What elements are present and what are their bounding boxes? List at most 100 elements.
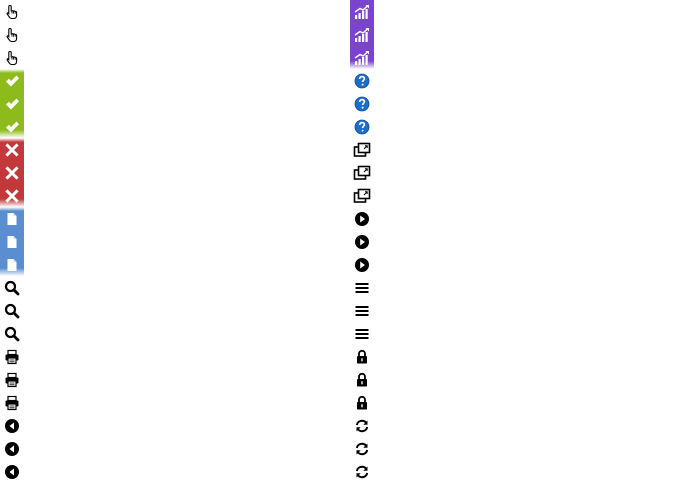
printer-icon bbox=[5, 349, 19, 364]
refresh-active[interactable] bbox=[350, 460, 374, 483]
checkmark-icon bbox=[6, 121, 19, 132]
checkmark-icon bbox=[6, 98, 19, 109]
checkmark-active[interactable] bbox=[0, 115, 24, 138]
bar-chart-trend-icon bbox=[354, 50, 369, 65]
document-icon bbox=[7, 212, 17, 225]
menu-lines-icon bbox=[355, 282, 369, 293]
hand-pointer-normal[interactable] bbox=[0, 0, 24, 23]
document-active[interactable] bbox=[0, 253, 24, 276]
hand-pointer-icon bbox=[6, 27, 18, 42]
checkmark-hover[interactable] bbox=[0, 92, 24, 115]
search-magnifier-icon bbox=[4, 303, 20, 318]
search-group bbox=[0, 276, 24, 345]
window-popup-hover[interactable] bbox=[350, 161, 374, 184]
close-x-icon bbox=[5, 188, 19, 203]
back-arrow-normal[interactable] bbox=[0, 414, 24, 437]
bar-chart-group bbox=[350, 0, 374, 69]
lock-icon bbox=[357, 395, 367, 409]
search-magnifier-icon bbox=[4, 326, 20, 341]
back-arrow-circle-icon bbox=[5, 418, 19, 433]
hand-pointer-active[interactable] bbox=[0, 46, 24, 69]
lock-icon bbox=[357, 372, 367, 386]
document-hover[interactable] bbox=[0, 230, 24, 253]
printer-active[interactable] bbox=[0, 391, 24, 414]
printer-group bbox=[0, 345, 24, 414]
back-arrow-group bbox=[0, 414, 24, 483]
hand-pointer-icon bbox=[6, 4, 18, 19]
search-hover[interactable] bbox=[0, 299, 24, 322]
bar-chart-active[interactable] bbox=[350, 46, 374, 69]
search-active[interactable] bbox=[0, 322, 24, 345]
document-normal[interactable] bbox=[0, 207, 24, 230]
back-arrow-circle-icon bbox=[5, 441, 19, 456]
help-active[interactable] bbox=[350, 115, 374, 138]
checkmark-group bbox=[0, 69, 24, 138]
search-normal[interactable] bbox=[0, 276, 24, 299]
printer-icon bbox=[5, 395, 19, 410]
bar-chart-normal[interactable] bbox=[350, 0, 374, 23]
play-active[interactable] bbox=[350, 253, 374, 276]
document-icon bbox=[7, 235, 17, 248]
play-circle-icon bbox=[355, 211, 369, 226]
bar-chart-hover[interactable] bbox=[350, 23, 374, 46]
document-group bbox=[0, 207, 24, 276]
printer-icon bbox=[5, 372, 19, 387]
back-arrow-hover[interactable] bbox=[0, 437, 24, 460]
refresh-arrows-icon bbox=[355, 419, 369, 432]
printer-hover[interactable] bbox=[0, 368, 24, 391]
bar-chart-trend-icon bbox=[354, 27, 369, 42]
close-x-group bbox=[0, 138, 24, 207]
window-popup-normal[interactable] bbox=[350, 138, 374, 161]
menu-normal[interactable] bbox=[350, 276, 374, 299]
checkmark-normal[interactable] bbox=[0, 69, 24, 92]
hand-pointer-hover[interactable] bbox=[0, 23, 24, 46]
icon-sprite-left-column bbox=[0, 0, 24, 483]
hand-pointer-icon bbox=[6, 50, 18, 65]
lock-group bbox=[350, 345, 374, 414]
search-magnifier-icon bbox=[4, 280, 20, 295]
help-question-icon bbox=[354, 96, 370, 111]
close-x-active[interactable] bbox=[0, 184, 24, 207]
help-question-icon bbox=[354, 73, 370, 88]
window-popup-group bbox=[350, 138, 374, 207]
icon-sprite-right-column bbox=[350, 0, 374, 483]
play-group bbox=[350, 207, 374, 276]
refresh-group bbox=[350, 414, 374, 483]
menu-group bbox=[350, 276, 374, 345]
document-icon bbox=[7, 258, 17, 271]
help-question-icon bbox=[354, 119, 370, 134]
back-arrow-active[interactable] bbox=[0, 460, 24, 483]
printer-normal[interactable] bbox=[0, 345, 24, 368]
refresh-normal[interactable] bbox=[350, 414, 374, 437]
back-arrow-circle-icon bbox=[5, 464, 19, 479]
menu-lines-icon bbox=[355, 305, 369, 316]
help-hover[interactable] bbox=[350, 92, 374, 115]
help-normal[interactable] bbox=[350, 69, 374, 92]
menu-lines-icon bbox=[355, 328, 369, 339]
menu-active[interactable] bbox=[350, 322, 374, 345]
lock-hover[interactable] bbox=[350, 368, 374, 391]
checkmark-icon bbox=[6, 75, 19, 86]
close-x-icon bbox=[5, 165, 19, 180]
menu-hover[interactable] bbox=[350, 299, 374, 322]
lock-active[interactable] bbox=[350, 391, 374, 414]
refresh-arrows-icon bbox=[355, 442, 369, 455]
window-popup-icon bbox=[353, 142, 371, 157]
close-x-hover[interactable] bbox=[0, 161, 24, 184]
refresh-arrows-icon bbox=[355, 465, 369, 478]
play-hover[interactable] bbox=[350, 230, 374, 253]
play-circle-icon bbox=[355, 234, 369, 249]
refresh-hover[interactable] bbox=[350, 437, 374, 460]
play-circle-icon bbox=[355, 257, 369, 272]
close-x-icon bbox=[5, 142, 19, 157]
lock-normal[interactable] bbox=[350, 345, 374, 368]
lock-icon bbox=[357, 349, 367, 363]
hand-pointer-group bbox=[0, 0, 24, 69]
bar-chart-trend-icon bbox=[354, 4, 369, 19]
close-x-normal[interactable] bbox=[0, 138, 24, 161]
window-popup-active[interactable] bbox=[350, 184, 374, 207]
help-group bbox=[350, 69, 374, 138]
window-popup-icon bbox=[353, 165, 371, 180]
window-popup-icon bbox=[353, 188, 371, 203]
play-normal[interactable] bbox=[350, 207, 374, 230]
